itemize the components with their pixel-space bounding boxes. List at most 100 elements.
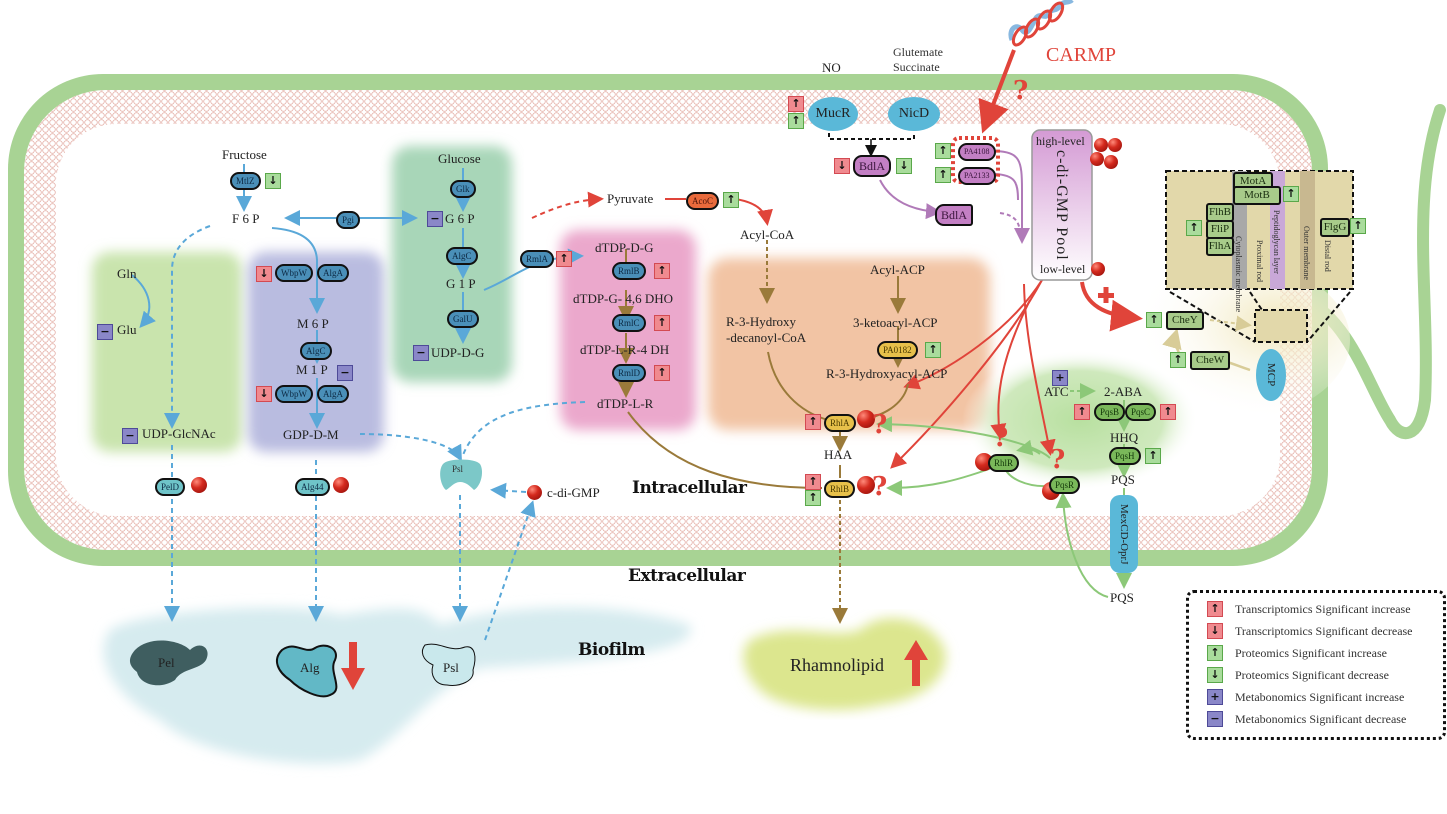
carmp-helix-icon [1008,0,1074,47]
pyruvate-label: Pyruvate [607,191,654,206]
pool-title: c-di-GMP Pool [1053,150,1070,261]
no-signal-label: NO [822,60,841,75]
mtlz-enzyme: MtlZ [230,172,261,190]
protein-up-indicator: ↑ [1283,186,1299,202]
cdigmp-molecule-icon [1091,262,1105,276]
rmlc-enzyme: RmlC [612,314,646,332]
layer-outer-membrane: Outer membrane [1302,226,1311,280]
cdigmp-pool-box [1031,129,1093,281]
protein-down-indicator: ↓ [265,173,281,189]
g6p-label: G 6 P [445,211,475,226]
metab-down-indicator: − [122,428,138,444]
pool-high-label: high-level [1036,134,1085,148]
algc-enzyme: AlgC [446,247,478,265]
pqsh-enzyme: PqsH [1109,447,1141,465]
peld-enzyme: PelD [155,478,185,496]
m6p-label: M 6 P [297,316,329,331]
rhla-enzyme: RhlA [824,414,856,432]
intracellular-label: Intracellular [632,478,747,498]
rhlb-enzyme: RhlB [824,480,856,498]
alg-label: Alg [300,660,320,675]
r3-hydroxy-label: R-3-Hydroxy [726,314,797,329]
mucr-receptor: MucR [808,97,858,131]
decanoyl-coa-label: -decanoyl-CoA [726,330,807,345]
chey-protein: CheY [1166,311,1204,330]
dtdp-g-46-dho-label: dTDP-G- 4,6 DHO [573,291,674,306]
cdigmp-molecule-icon [1094,138,1108,152]
transcript-up-indicator: ↑ [805,414,821,430]
carmp-label: CARMP [1046,44,1117,66]
legend-label: Transcriptomics Significant increase [1235,602,1411,616]
wbpw-enzyme: WbpW [275,385,313,403]
nicd-receptor: NicD [888,97,940,131]
question-mark-icon: ? [1050,445,1066,475]
gdp-d-m-label: GDP-D-M [283,427,339,442]
cdigmp-molecule-icon [1090,152,1104,166]
flha-protein: FlhA [1206,237,1234,256]
alga-enzyme: AlgA [317,264,349,282]
legend: ↑ Transcriptomics Significant increase ↓… [1186,590,1446,740]
rmld-enzyme: RmlD [612,364,647,382]
legend-label: Proteomics Significant increase [1235,646,1387,660]
cdigmp-molecule-icon [333,477,349,493]
protein-up-indicator: ↑ [925,342,941,358]
chemotaxis-glow [1110,260,1350,420]
pa2133-protein: PA2133 [958,167,996,185]
acyl-coa-label: Acyl-CoA [740,227,795,242]
protein-up-indicator: ↑ [1186,220,1202,236]
alg44-enzyme: Alg44 [295,478,330,496]
protein-up-indicator: ↑ [1146,312,1162,328]
protein-up-indicator: ↑ [723,192,739,208]
metab-down-indicator: − [97,324,113,340]
question-mark-icon: ? [872,410,888,440]
question-mark-icon: ? [993,423,1009,453]
legend-label: Metabonomics Significant increase [1235,690,1405,704]
rhamnolipid-cloud [743,618,946,710]
pel-blob [129,640,208,686]
metab-down-indicator: − [337,365,353,381]
haa-label: HAA [824,447,853,462]
transcript-up-indicator: ↑ [1207,601,1223,617]
flagellum-tail [1299,104,1446,440]
protein-up-indicator: ↑ [935,167,951,183]
succinate-label: Succinate [893,60,940,74]
dtdp-l-r-label: dTDP-L-R [597,396,654,411]
psl-intracellular-label: Psl [452,464,464,474]
cdigmp-molecule-icon [527,485,542,500]
bdla-cleaved-protein: BdlA [935,204,974,226]
cdigmp-molecule-icon [191,477,207,493]
transcript-up-indicator: ↑ [556,251,572,267]
pel-label: Pel [158,655,175,670]
rhamnolipid-label: Rhamnolipid [790,655,884,675]
rmla-enzyme: RmlA [520,250,555,268]
aba-label: 2-ABA [1104,384,1143,399]
protein-up-indicator: ↑ [1207,645,1223,661]
flhb-protein: FlhB [1206,203,1234,222]
protein-up-indicator: ↑ [1145,448,1161,464]
psl-label: Psl [443,660,459,675]
galu-enzyme: GalU [447,310,479,328]
metab-down-indicator: − [1207,711,1223,727]
metab-up-indicator: + [1207,689,1223,705]
legend-label: Metabonomics Significant decrease [1235,712,1407,726]
rmlb-enzyme: RmlB [612,262,646,280]
legend-label: Transcriptomics Significant decrease [1235,624,1413,638]
m1p-label: M 1 P [296,362,328,377]
metab-down-indicator: − [427,211,443,227]
flgg-protein: FlgG [1320,218,1350,237]
protein-down-indicator: ↓ [896,158,912,174]
atc-label: ATC [1044,384,1069,399]
transcript-up-indicator: ↑ [654,315,670,331]
layer-peptidoglycan: Peptidoglycan layer [1272,210,1281,274]
protein-down-indicator: ↓ [1207,667,1223,683]
acoc-enzyme: AcoC [686,192,719,210]
udp-d-g-label: UDP-D-G [431,345,485,360]
transcript-up-indicator: ↑ [654,263,670,279]
glutamate-label: Glutemate [893,45,943,59]
transcript-down-indicator: ↓ [834,158,850,174]
extracellular-label: Extracellular [628,566,746,586]
motb-protein: MotB [1233,186,1281,205]
layer-cytoplasmic-membrane: Cytoplasmic membrane [1234,236,1243,313]
dtdp-d-g-label: dTDP-D-G [595,240,654,255]
